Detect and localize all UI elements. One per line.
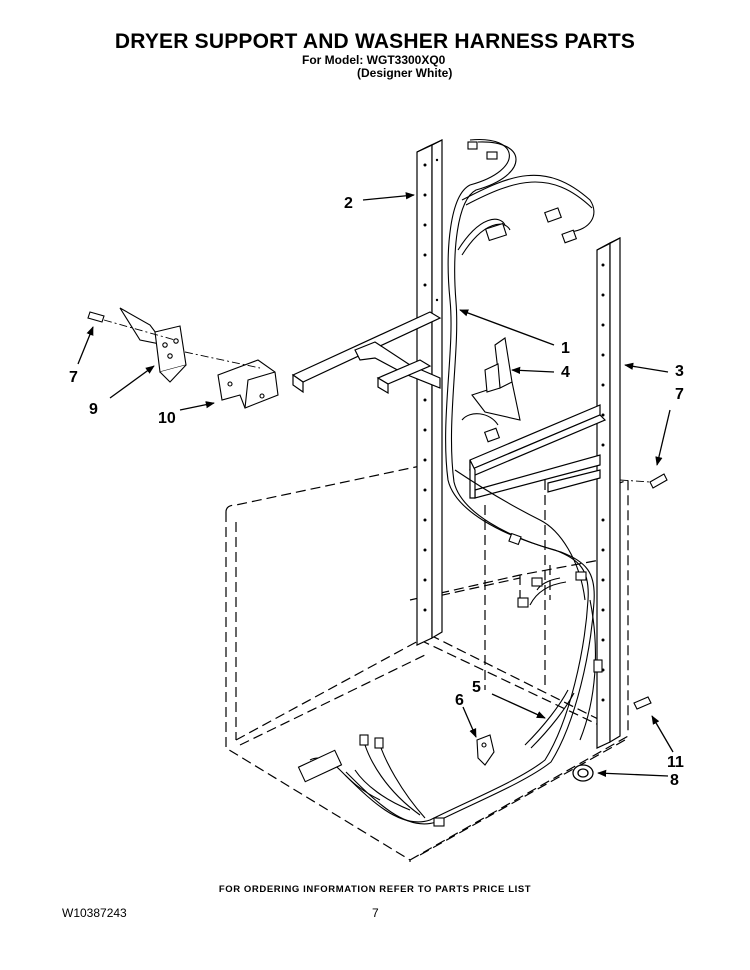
harness-connectors	[297, 141, 603, 827]
mounting-plate	[119, 307, 187, 383]
screws	[87, 311, 668, 710]
document-number: W10387243	[62, 906, 127, 920]
callout-9: 9	[89, 401, 98, 418]
callout-6: 6	[455, 692, 464, 709]
wire-clip	[476, 734, 495, 766]
color-line: (Designer White)	[357, 66, 453, 80]
callout-leaders	[77, 192, 674, 777]
angle-bracket	[217, 359, 279, 409]
projection-lines	[103, 319, 651, 483]
callout-10: 10	[158, 410, 176, 427]
leveling-nut	[572, 764, 594, 782]
callout-3: 3	[675, 363, 684, 380]
callout-7-left: 7	[69, 369, 78, 386]
callout-2: 2	[344, 195, 353, 212]
right-cross-bracket	[468, 404, 607, 499]
callout-11: 11	[667, 754, 684, 771]
left-cross-arm	[291, 311, 442, 395]
callout-7-right: 7	[675, 386, 684, 403]
right-upright-support	[596, 237, 621, 749]
harness-lead	[524, 689, 575, 749]
callout-1: 1	[561, 340, 570, 357]
page-title: DRYER SUPPORT AND WASHER HARNESS PARTS	[114, 30, 636, 53]
page-number: 7	[372, 906, 379, 920]
ordering-note: FOR ORDERING INFORMATION REFER TO PARTS …	[218, 884, 532, 895]
harness-bracket	[471, 337, 521, 421]
left-upright-support	[416, 139, 443, 646]
wire-harness	[309, 138, 596, 825]
model-line: For Model: WGT3300XQ0	[302, 53, 446, 67]
callout-4: 4	[561, 364, 570, 381]
left-upright-holes	[423, 158, 439, 612]
callout-5: 5	[472, 679, 481, 696]
callout-8: 8	[670, 772, 679, 789]
